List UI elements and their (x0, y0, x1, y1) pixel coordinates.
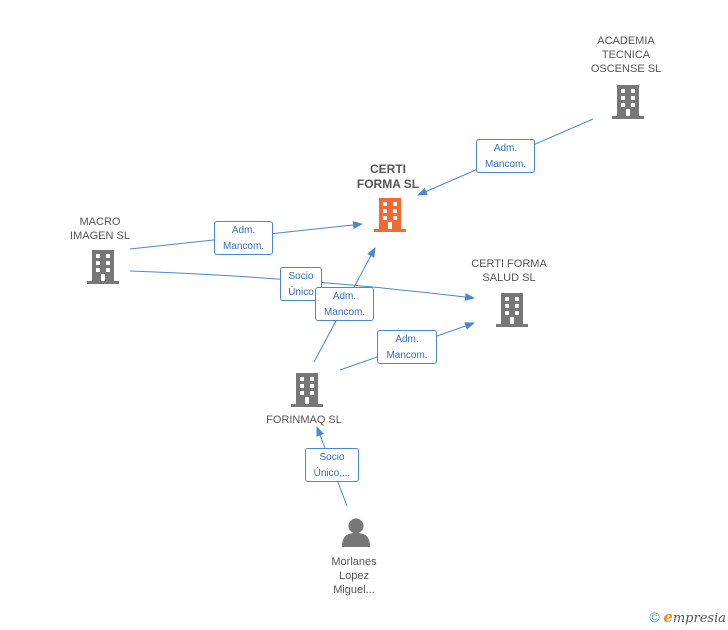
edge-label-morlanes-forinmaq[interactable]: Socio Único,... (305, 448, 359, 482)
edge-label-forinmaq-certi[interactable]: Adm. Mancom. (315, 287, 374, 321)
building-icon[interactable] (291, 373, 323, 407)
node-label-certi-salud[interactable]: CERTI FORMA SALUD SL (471, 258, 547, 284)
node-label-academia[interactable]: ACADEMIA TECNICA OSCENSE SL (590, 35, 662, 75)
copyright-symbol: © (649, 609, 660, 625)
node-label-forinmaq[interactable]: FORINMAQ SL (266, 414, 342, 426)
building-icon[interactable] (496, 293, 528, 327)
empresia-logo[interactable]: empresia (663, 608, 726, 626)
node-label-certi-forma[interactable]: CERTI FORMA SL (356, 162, 420, 191)
node-label-macro[interactable]: MACRO IMAGEN SL (70, 216, 130, 242)
person-icon[interactable] (342, 518, 370, 548)
edge-label-forinmaq-salud[interactable]: Adm. Mancom. (377, 330, 437, 364)
brand-footer: © empresia (649, 608, 726, 626)
edge-label-academia-certi[interactable]: Adm. Mancom. (476, 139, 535, 173)
brand-initial: e (663, 608, 673, 626)
building-icon[interactable] (87, 250, 119, 284)
edge-label-macro-salud[interactable]: Socio Único (280, 267, 322, 301)
node-label-morlanes[interactable]: Morlanes Lopez Miguel... (331, 556, 377, 596)
edge-label-macro-certi[interactable]: Adm. Mancom. (214, 221, 273, 255)
building-icon[interactable] (374, 198, 406, 232)
building-icon[interactable] (612, 85, 644, 119)
brand-rest: mpresia (672, 611, 726, 626)
